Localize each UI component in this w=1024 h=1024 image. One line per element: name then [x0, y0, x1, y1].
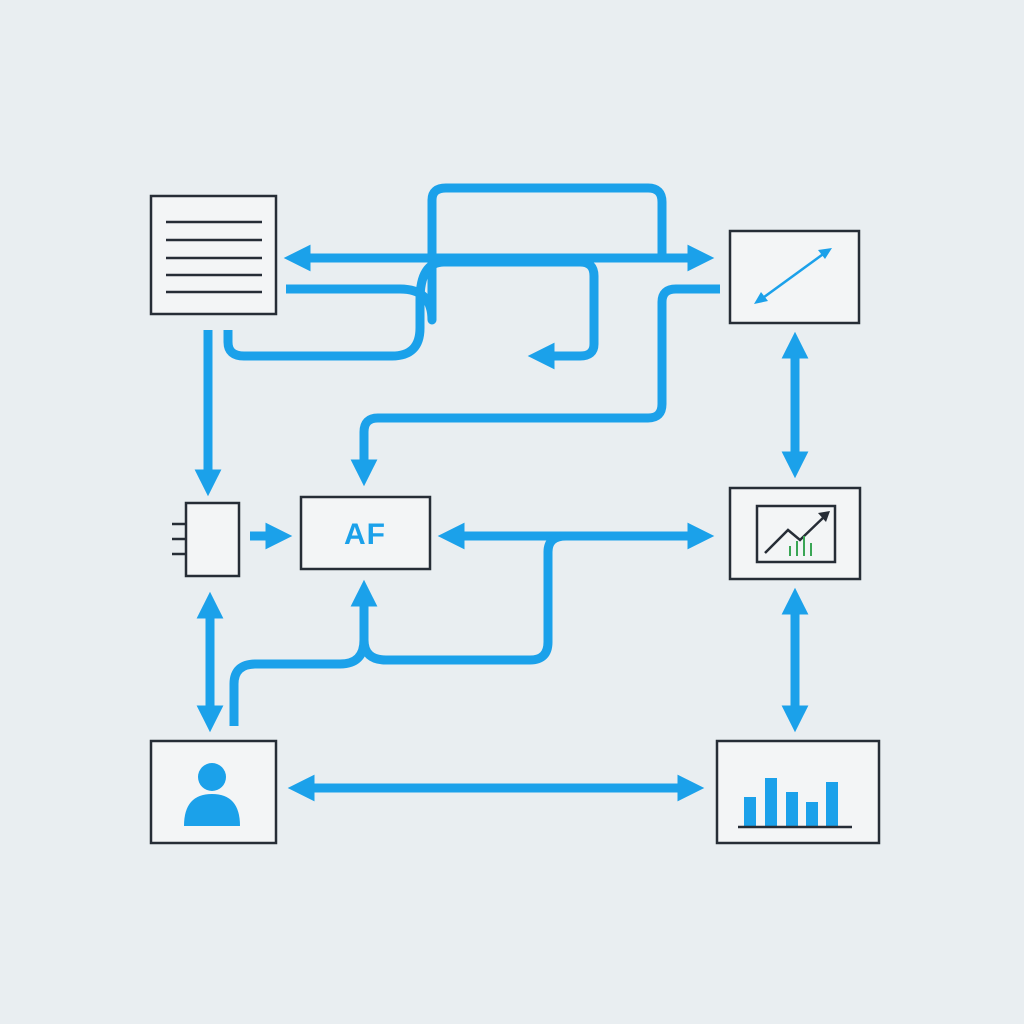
document-box: [149, 194, 278, 316]
resize-box: [728, 229, 861, 325]
node-trend: [728, 486, 862, 581]
user-icon: [184, 763, 240, 826]
node-resize: [728, 229, 861, 325]
bar-chart-icon: [738, 778, 852, 829]
connector-box: [184, 501, 241, 578]
diagonal-double-arrow-icon: [754, 248, 832, 304]
lower-route: [229, 579, 378, 726]
inner-loop-arrow: [223, 257, 599, 370]
trend-box: [728, 486, 862, 581]
node-connector: [172, 501, 241, 578]
lower-route-branch: [359, 531, 567, 665]
node-user: [149, 739, 278, 845]
user-box: [149, 739, 278, 845]
node-bars: [715, 739, 881, 845]
node-document: [149, 194, 278, 316]
plug-connector-icon: [172, 522, 186, 556]
connectors: [194, 183, 809, 802]
af-label: AF: [344, 518, 386, 551]
node-af: AF: [299, 495, 432, 571]
af-box: [299, 495, 432, 571]
document-lines-icon: [166, 220, 262, 294]
trend-line-chart-icon: [755, 504, 837, 564]
arrow-resize-af: [350, 284, 720, 487]
